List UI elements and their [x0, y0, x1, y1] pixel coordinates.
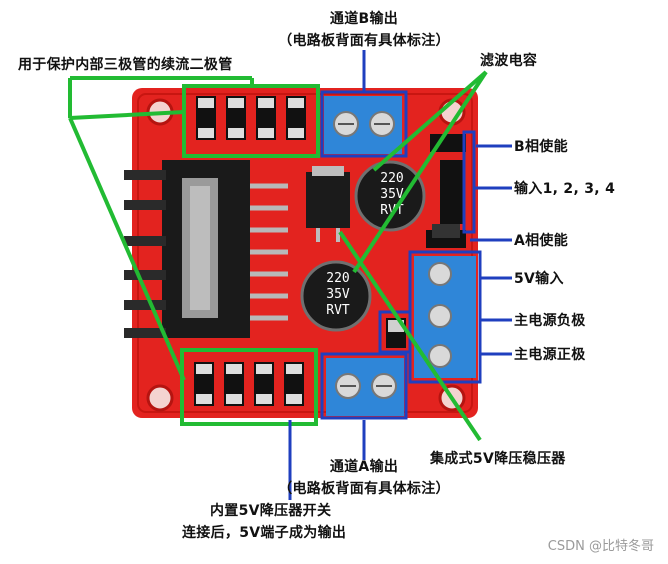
label-switch-line1: 内置5V降压器开关	[210, 503, 332, 519]
label-channel-b-title: 通道B输出	[329, 11, 399, 27]
screw-icon	[428, 344, 452, 368]
header-pins	[386, 134, 466, 348]
capacitor-voltage: 35V	[326, 287, 350, 302]
label-diode-protection: 用于保护内部三极管的续流二极管	[18, 57, 233, 73]
terminal-channel-b	[320, 90, 408, 158]
terminal-power	[408, 250, 482, 384]
label-channel-b-note: （电路板背面有具体标注）	[278, 33, 450, 49]
label-a-enable: A相使能	[514, 233, 569, 249]
capacitor-upper: 220 35V RVT	[354, 160, 426, 232]
capacitor-value: 220	[326, 271, 349, 286]
diode-icon	[196, 96, 216, 140]
green-callouts	[68, 70, 488, 442]
diode-icon	[194, 362, 214, 406]
diode-icon	[224, 362, 244, 406]
diodes-bottom	[180, 348, 318, 426]
screw-icon	[428, 262, 452, 286]
label-inputs: 输入1, 2, 3, 4	[514, 181, 616, 197]
label-b-enable: B相使能	[514, 139, 568, 155]
diode-icon	[254, 362, 274, 406]
label-regulator: 集成式5V降压稳压器	[430, 451, 566, 467]
label-power-negative: 主电源负极	[514, 313, 586, 329]
screw-icon	[428, 304, 452, 328]
driver-ic-pins	[250, 183, 288, 321]
capacitor-series: RVT	[326, 303, 350, 318]
capacitor-value: 220	[380, 171, 403, 186]
label-filter-capacitor: 滤波电容	[480, 53, 538, 69]
heatsink	[124, 160, 250, 338]
regulator-chip	[306, 166, 350, 242]
watermark: CSDN @比特冬哥	[547, 539, 654, 554]
diode-icon	[226, 96, 246, 140]
label-power-positive: 主电源正极	[514, 347, 586, 363]
label-channel-a-title: 通道A输出	[329, 459, 399, 475]
diode-icon	[256, 96, 276, 140]
label-switch-line2: 连接后，5V端子成为输出	[182, 525, 347, 541]
capacitor-voltage: 35V	[380, 187, 404, 202]
terminal-channel-a	[320, 352, 408, 420]
label-channel-a-note: （电路板背面有具体标注）	[278, 481, 450, 497]
label-5v-input: 5V输入	[514, 271, 564, 287]
mount-hole-icon	[146, 384, 174, 412]
diode-icon	[286, 96, 306, 140]
diode-icon	[284, 362, 304, 406]
capacitor-lower: 220 35V RVT	[300, 260, 372, 332]
